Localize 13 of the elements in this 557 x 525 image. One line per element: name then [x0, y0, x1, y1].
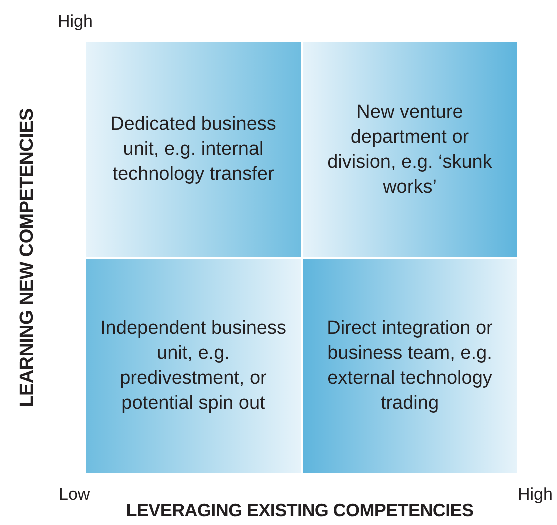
quadrant-panel	[86, 42, 301, 257]
quadrant-panel	[86, 259, 301, 473]
quadrant-text: Independent business unit, e.g. predivestment, or potential spin out	[100, 317, 288, 416]
quadrant-text: Direct integration or business team, e.g. external technology trading	[326, 317, 494, 416]
quadrant-text: New venture department or division, e.g. ‘skunk works’	[326, 100, 494, 200]
axis-end-label: High	[58, 12, 93, 32]
quadrant-panel	[303, 42, 517, 257]
quadrant-panel	[303, 259, 517, 473]
axis-end-label: High	[518, 485, 553, 505]
axis-title: LEVERAGING EXISTING COMPETENCIES	[126, 500, 474, 522]
axis-title: LEARNING NEW COMPETENCIES	[17, 108, 39, 408]
axis-end-label: Low	[59, 485, 90, 505]
quadrant-text: Dedicated business unit, e.g. internal technology transfer	[110, 113, 278, 187]
